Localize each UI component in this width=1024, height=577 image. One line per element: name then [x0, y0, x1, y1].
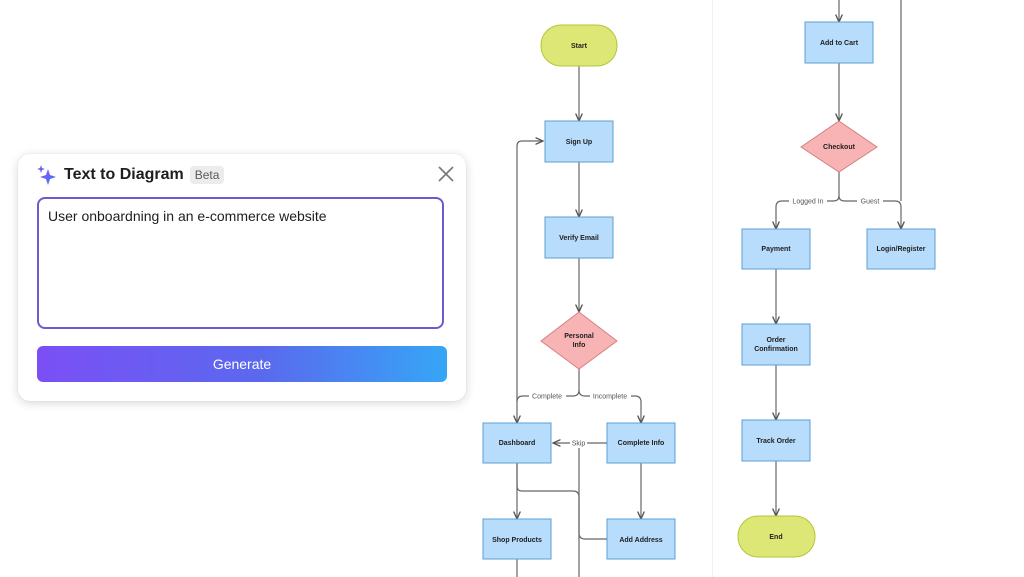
node-personal-info[interactable]: Personal Info — [540, 311, 618, 370]
node-start-label: Start — [571, 43, 588, 50]
node-complete-info-label: Complete Info — [618, 440, 665, 447]
edge-label-logged-in: Logged In — [792, 199, 823, 206]
node-end-label: End — [769, 534, 782, 541]
node-dashboard[interactable]: Dashboard — [482, 422, 552, 464]
edge-label-incomplete: Incomplete — [593, 394, 627, 401]
node-order-confirmation[interactable]: Order Confirmation — [741, 323, 811, 366]
edge-label-complete: Complete — [532, 394, 562, 401]
edge-back-to-signup — [516, 141, 543, 402]
node-complete-info[interactable]: Complete Info — [606, 422, 676, 464]
flowchart-nodes: Start Sign Up Verify Email Personal Info… — [482, 21, 936, 560]
node-payment[interactable]: Payment — [741, 228, 811, 270]
node-checkout-label: Checkout — [823, 144, 856, 151]
node-login-register-label: Login/Register — [876, 246, 925, 253]
node-verify-email-label: Verify Email — [559, 235, 599, 242]
node-checkout[interactable]: Checkout — [800, 120, 878, 173]
node-payment-label: Payment — [761, 246, 791, 253]
edge-label-skip: Skip — [572, 441, 586, 448]
node-add-address-label: Add Address — [619, 537, 662, 544]
node-login-register[interactable]: Login/Register — [866, 228, 936, 270]
edge-label-guest: Guest — [861, 199, 880, 206]
beta-badge: Beta — [189, 166, 225, 184]
edge-loop-horizontal — [516, 463, 580, 577]
sparkle-icon — [37, 165, 56, 185]
node-start[interactable]: Start — [540, 24, 618, 67]
node-add-to-cart-label: Add to Cart — [820, 40, 859, 47]
node-personal-info-label-2: Info — [573, 342, 586, 349]
node-add-to-cart[interactable]: Add to Cart — [804, 21, 874, 64]
edge-labels: Complete Incomplete Skip Logged In Guest — [529, 196, 883, 448]
node-sign-up-label: Sign Up — [566, 139, 592, 146]
node-shop-products[interactable]: Shop Products — [482, 518, 552, 560]
dialog-title: Text to Diagram — [64, 166, 184, 183]
node-add-address[interactable]: Add Address — [606, 518, 676, 560]
dialog-header: Text to Diagram Beta — [36, 164, 225, 186]
node-track-order[interactable]: Track Order — [741, 419, 811, 462]
text-to-diagram-dialog: Text to Diagram Beta User onboardning in… — [18, 154, 466, 401]
edge-checkout-login — [838, 195, 901, 229]
node-dashboard-label: Dashboard — [499, 440, 536, 447]
node-sign-up[interactable]: Sign Up — [544, 120, 614, 163]
edge-personal-complete — [578, 389, 641, 423]
node-track-order-label: Track Order — [756, 438, 796, 445]
node-order-confirmation-label-1: Order — [766, 337, 785, 344]
canvas-divider — [712, 0, 713, 577]
flowchart-edges — [517, 0, 901, 577]
node-personal-info-label-1: Personal — [564, 333, 594, 340]
node-order-confirmation-label-2: Confirmation — [754, 346, 798, 353]
edge-address-loop — [578, 445, 607, 540]
node-verify-email[interactable]: Verify Email — [544, 216, 614, 259]
prompt-textarea[interactable]: User onboardning in an e-commerce websit… — [37, 197, 444, 329]
close-icon[interactable] — [436, 164, 456, 184]
generate-button[interactable]: Generate — [37, 346, 447, 382]
node-end[interactable]: End — [737, 515, 816, 558]
node-shop-products-label: Shop Products — [492, 537, 542, 544]
